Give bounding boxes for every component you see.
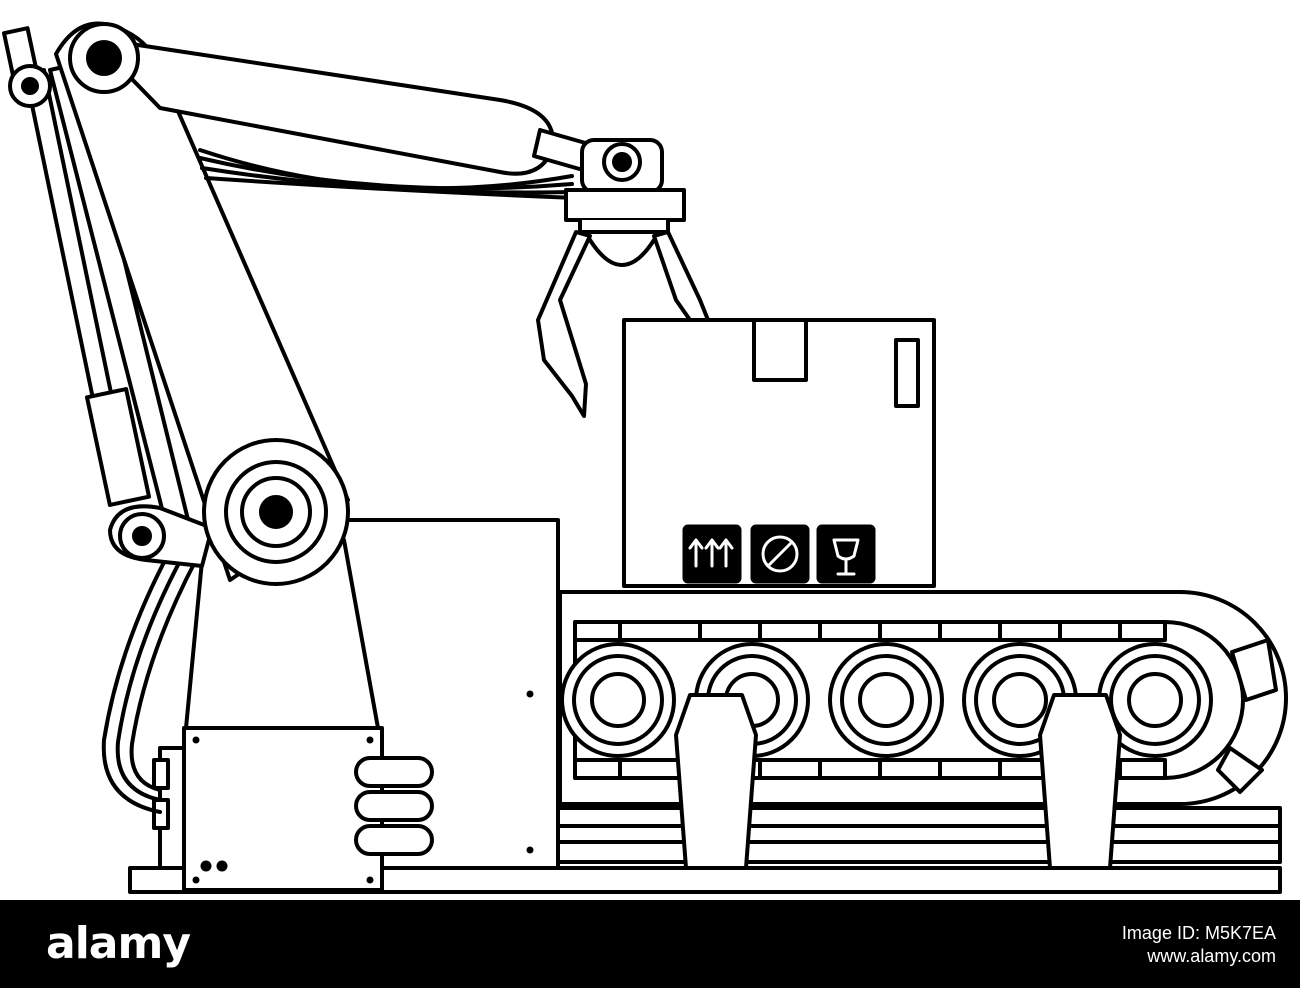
conveyor-leg-right bbox=[1038, 693, 1122, 870]
roller-3 bbox=[828, 642, 944, 758]
roller-1 bbox=[560, 642, 676, 758]
conveyor-rails bbox=[556, 806, 1282, 864]
shoulder-joint bbox=[202, 438, 350, 586]
conveyor-leg-left bbox=[674, 693, 758, 870]
upper-arm-cables bbox=[198, 148, 578, 200]
footer-bar: alamy Image ID: M5K7EA www.alamy.com bbox=[0, 900, 1300, 988]
fragile-icon bbox=[816, 524, 876, 584]
top-pivot bbox=[68, 22, 140, 94]
robotic-arm-conveyor-illustration bbox=[2, 21, 1288, 894]
gripper-finger-right bbox=[652, 230, 710, 322]
conveyor-track-teeth bbox=[573, 620, 1278, 794]
side-connector-panel bbox=[152, 746, 188, 870]
brand-logo: alamy bbox=[46, 918, 191, 969]
site-url-label: www.alamy.com bbox=[1147, 945, 1276, 966]
cardboard-box bbox=[622, 318, 936, 588]
box-handling-symbols bbox=[682, 524, 876, 584]
hydraulic-cables bbox=[101, 538, 198, 814]
hydraulic-piston bbox=[2, 26, 151, 507]
footer-meta: Image ID: M5K7EA www.alamy.com bbox=[1122, 922, 1276, 967]
box-label bbox=[894, 338, 920, 408]
conveyor-track-inner bbox=[573, 620, 1245, 780]
wrist-joint bbox=[564, 138, 686, 234]
image-id-label: Image ID: M5K7EA bbox=[1121, 923, 1276, 943]
elbow-link bbox=[108, 504, 214, 568]
box-tape-flap bbox=[752, 318, 808, 382]
roller-5 bbox=[1097, 642, 1213, 758]
main-controller-box bbox=[182, 726, 384, 892]
gripper-finger-left bbox=[536, 230, 592, 418]
gripper-claw bbox=[536, 230, 710, 418]
cooling-fins bbox=[354, 756, 434, 856]
